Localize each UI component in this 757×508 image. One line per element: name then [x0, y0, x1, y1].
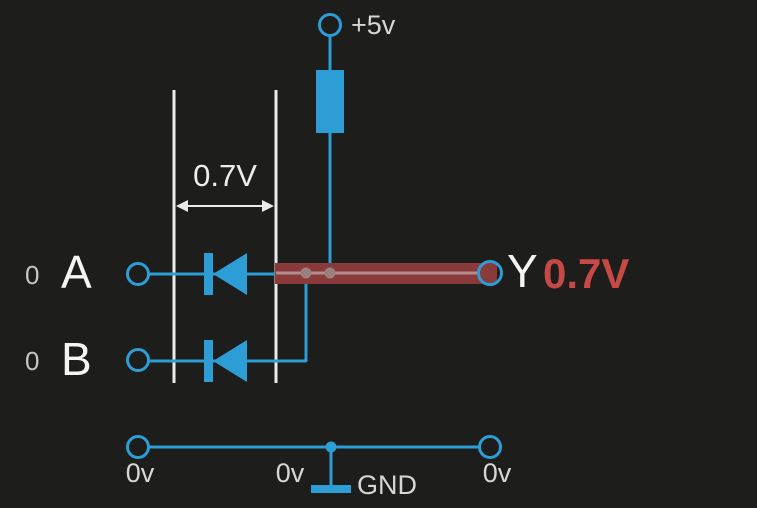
- ground-terminal-left-circle: [126, 435, 150, 459]
- ground-label: GND: [357, 470, 417, 500]
- pullup-resistor: [316, 70, 344, 133]
- output-terminal-circle: [477, 260, 503, 286]
- ground-node-label-mid: 0v: [275, 458, 305, 488]
- ground-node-label-right: 0v: [482, 458, 512, 488]
- input-a-label: A: [61, 246, 92, 298]
- ground-node-label-left: 0v: [125, 458, 155, 488]
- diode-b-cathode-bar: [204, 340, 213, 382]
- input-b-value[interactable]: 0: [25, 346, 40, 376]
- output-label: Y: [507, 245, 538, 297]
- voltage-drop-label: 0.7V: [193, 158, 257, 193]
- input-b-label: B: [61, 333, 92, 385]
- measure-arrowhead-left: [176, 200, 188, 212]
- diode-b-triangle: [213, 340, 247, 382]
- power-label: +5v: [351, 10, 396, 40]
- diode-a-triangle: [213, 253, 247, 295]
- input-b-terminal-circle[interactable]: [126, 348, 150, 372]
- junction-dot-resistor: [324, 267, 336, 279]
- diode-a-cathode-bar: [204, 253, 213, 295]
- measure-arrowhead-right: [262, 200, 274, 212]
- ground-terminal-right-circle: [478, 435, 502, 459]
- power-terminal-circle: [318, 13, 342, 37]
- output-value: 0.7V: [543, 250, 630, 297]
- input-a-value[interactable]: 0: [25, 260, 40, 290]
- input-a-terminal-circle[interactable]: [126, 262, 150, 286]
- ground-symbol-bar: [311, 485, 351, 493]
- junction-dot-b: [300, 267, 312, 279]
